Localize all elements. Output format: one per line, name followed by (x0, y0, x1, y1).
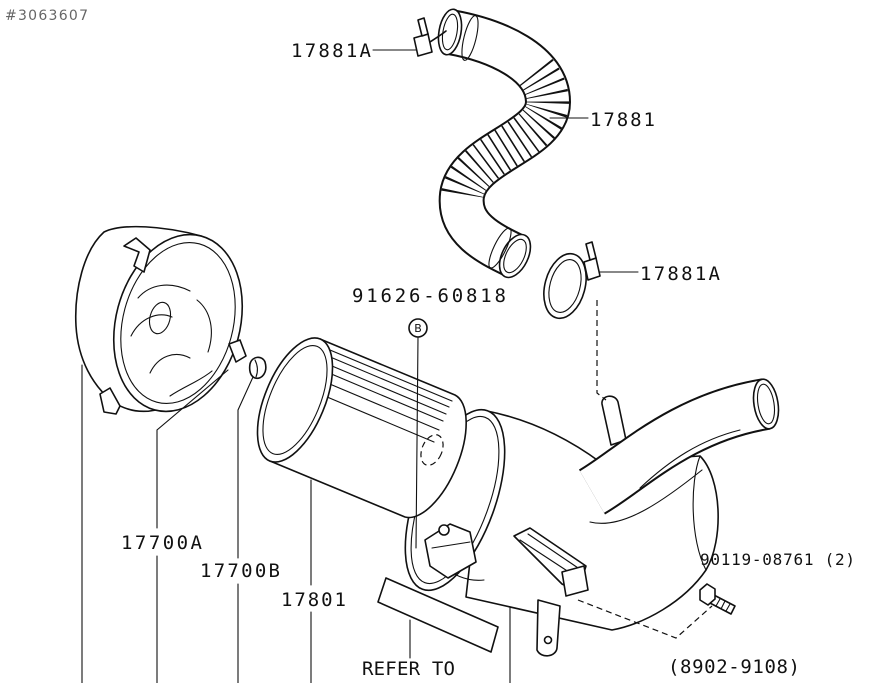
leader-clip (415, 336, 419, 549)
cap-center-hole (148, 301, 172, 335)
strap-rib (527, 533, 585, 573)
leader-latch (237, 376, 254, 683)
cap-interior-vane (169, 370, 213, 397)
callout-bolt: 90119-08761 (2) (700, 550, 855, 569)
outlet-opening-inner (756, 383, 776, 425)
hose-clamp-right (543, 241, 601, 320)
clip-screw (438, 524, 450, 536)
strap-block (561, 565, 589, 597)
cap-rim-outer (112, 233, 244, 413)
cap-rim-inner (120, 241, 236, 405)
housing-right-end (692, 455, 707, 571)
clamp-right-screw (585, 241, 597, 261)
leader-clamp-to-stub (596, 300, 607, 401)
hose-bottom-band (488, 227, 512, 269)
outlet-tube-fill (579, 380, 771, 513)
clip-bracket (424, 523, 477, 579)
hose-clamp-top (413, 17, 447, 57)
element-pleat (312, 357, 447, 415)
housing-stub-tube (601, 395, 627, 446)
clamp-top-band (429, 30, 447, 43)
outlet-opening (752, 378, 780, 430)
outlet-tube-crease (639, 429, 741, 489)
air-cleaner-cap (74, 225, 247, 415)
cap-clip-top (123, 237, 151, 273)
leader-lines (81, 49, 713, 683)
cap-interior-vane (149, 354, 191, 374)
callout-clamp-top: 17881A (291, 40, 372, 62)
clamp-right-ring-inner (548, 259, 582, 313)
cap-clip-bottom (99, 387, 121, 415)
cap-latch (228, 339, 247, 363)
clamp-top-screw (417, 17, 429, 37)
clamp-right-ring (543, 252, 587, 320)
housing-brackets (424, 523, 589, 657)
gasket-plate (377, 577, 499, 653)
leader-bolt (577, 599, 713, 639)
element-end-cap (256, 337, 334, 463)
housing-lower-shell (589, 469, 703, 524)
clip-bracket-edge (431, 541, 471, 549)
bolt-thread (715, 598, 731, 612)
bolt-head (699, 583, 716, 606)
hose-bottom-opening (503, 238, 527, 274)
hose-fill (440, 11, 570, 275)
callout-element: 17801 (281, 589, 346, 611)
bolt (699, 583, 736, 615)
mount-tab (536, 599, 561, 657)
production-range: (8902-9108) (668, 656, 800, 678)
mount-tab-hole (543, 635, 553, 645)
cap-interior-vane (137, 284, 191, 299)
hose-top-opening (441, 13, 459, 51)
diagram-ref-number: #3063607 (5, 8, 88, 24)
callout-clamp-right: 17881A (640, 263, 721, 285)
callout-clip-marker: B (414, 322, 422, 335)
latch-edge (254, 359, 258, 378)
element-inner-end (420, 434, 444, 466)
inlet-hose (437, 8, 572, 279)
refer-note: REFER TO (362, 658, 455, 680)
clamp-top-housing (413, 33, 433, 57)
callout-cap: 17700A (121, 532, 203, 554)
leader-cap (156, 369, 229, 683)
hose-top-cuff (437, 8, 463, 56)
callout-hose: 17881 (590, 109, 655, 131)
element-pleat (317, 344, 453, 402)
element-pleat (315, 350, 450, 408)
callout-clip: 91626-60818 (352, 285, 506, 307)
latch-part (248, 356, 267, 380)
cap-interior-vane (196, 299, 212, 353)
hose-top-band (461, 15, 479, 61)
element-end-face (262, 345, 328, 455)
